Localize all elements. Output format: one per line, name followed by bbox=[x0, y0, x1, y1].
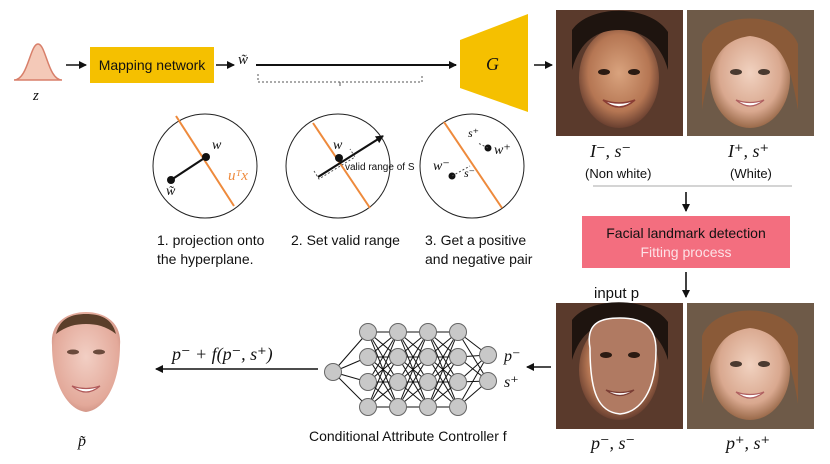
landmark-line2: Fitting process bbox=[640, 243, 732, 260]
panel3-caption-line2: and negative pair bbox=[425, 251, 533, 267]
z-label: z bbox=[33, 88, 39, 104]
nn-edge bbox=[397, 331, 429, 408]
nn-node bbox=[359, 348, 377, 366]
step-panel-3 bbox=[419, 113, 525, 219]
valid-range-arrow bbox=[317, 135, 384, 178]
panel2-caption-line1: 2. Set valid range bbox=[291, 232, 400, 248]
nn-node bbox=[419, 398, 437, 416]
gaussian-curve-icon bbox=[13, 43, 63, 81]
w-bracket bbox=[257, 74, 423, 83]
mapping-network-box: Mapping network bbox=[90, 47, 214, 83]
neural-network bbox=[324, 323, 497, 416]
panel1-caption: 1. projection onto the hyperplane. bbox=[157, 231, 264, 269]
panel1-w-label: w bbox=[212, 138, 222, 153]
projection-line bbox=[170, 156, 207, 181]
nn-edge bbox=[397, 356, 429, 408]
landmark-line1: Facial landmark detection bbox=[606, 224, 766, 241]
nn-node bbox=[449, 323, 467, 341]
s-minus-link bbox=[451, 165, 471, 177]
nn-node bbox=[449, 348, 467, 366]
panel2-caption: 2. Set valid range bbox=[291, 231, 400, 250]
hyperplane-label: uᵀx bbox=[228, 168, 248, 184]
point-w-tilde bbox=[167, 176, 175, 184]
nn-node bbox=[389, 398, 407, 416]
panel1-caption-line1: 1. projection onto bbox=[157, 232, 265, 248]
formula-label: p⁻ + f(p⁻, s⁺) bbox=[172, 344, 273, 364]
face-image-fitted-nonwhite bbox=[556, 302, 683, 429]
landmark-detection-box: Facial landmark detection Fitting proces… bbox=[582, 216, 790, 268]
s-minus-label: s⁻ bbox=[464, 166, 476, 180]
bottom-pos-label: p⁺, s⁺ bbox=[726, 433, 771, 453]
result-face-mesh bbox=[51, 312, 121, 412]
nn-edge bbox=[457, 354, 489, 408]
w-minus-label: w⁻ bbox=[433, 159, 450, 174]
top-neg-sub: (Non white) bbox=[585, 166, 652, 181]
face-image-fitted-white bbox=[687, 303, 814, 429]
generator-block bbox=[460, 14, 528, 112]
nn-node bbox=[359, 398, 377, 416]
panel1-w-tilde-label: w̃ bbox=[166, 184, 176, 199]
nn-edge bbox=[427, 356, 459, 408]
nn-edge bbox=[367, 331, 399, 408]
nn-node bbox=[449, 373, 467, 391]
generator-label: G bbox=[486, 54, 499, 74]
nn-node bbox=[389, 348, 407, 366]
nn-node bbox=[419, 373, 437, 391]
valid-range-bracket bbox=[313, 148, 356, 180]
w-tilde-label: w̃ bbox=[238, 52, 249, 68]
nn-node bbox=[479, 372, 497, 390]
input-p-label: input p bbox=[594, 285, 640, 302]
hyperplane-line bbox=[175, 115, 235, 207]
panel3-caption-line1: 3. Get a positive bbox=[425, 232, 527, 248]
top-neg-label: I⁻, s⁻ bbox=[590, 141, 632, 161]
nn-node bbox=[389, 373, 407, 391]
nn-node bbox=[324, 363, 342, 381]
hyperplane-line bbox=[443, 121, 503, 209]
hyperplane-line bbox=[312, 122, 371, 209]
nn-node bbox=[479, 346, 497, 364]
nn-node bbox=[359, 373, 377, 391]
step-panel-2 bbox=[285, 113, 391, 219]
face-image-white bbox=[687, 10, 814, 136]
nn-edge bbox=[367, 356, 399, 408]
result-label: p̃ bbox=[78, 433, 86, 450]
nn-node bbox=[419, 323, 437, 341]
nn-edge bbox=[427, 331, 459, 383]
panel1-caption-line2: the hyperplane. bbox=[157, 251, 254, 267]
nn-node bbox=[389, 323, 407, 341]
bottom-neg-label: p⁻, s⁻ bbox=[591, 433, 636, 453]
point-w bbox=[335, 154, 343, 162]
s-plus-label: s⁺ bbox=[468, 126, 480, 140]
mapping-network-label: Mapping network bbox=[98, 57, 206, 73]
nn-edge bbox=[427, 331, 459, 408]
nn-node bbox=[419, 348, 437, 366]
nn-node bbox=[359, 323, 377, 341]
nn-node bbox=[449, 398, 467, 416]
nn-edge bbox=[397, 331, 429, 383]
s-plus-link bbox=[477, 142, 489, 149]
nn-edge bbox=[367, 331, 399, 383]
w-plus-label: w⁺ bbox=[494, 143, 511, 158]
step-panel-1 bbox=[152, 113, 258, 219]
panel2-w-label: w bbox=[333, 138, 343, 153]
controller-caption: Conditional Attribute Controller f bbox=[309, 428, 507, 444]
controller-out-p: p⁻ bbox=[504, 348, 521, 365]
top-pos-sub: (White) bbox=[730, 166, 772, 181]
top-pos-label: I⁺, s⁺ bbox=[728, 141, 770, 161]
panel3-caption: 3. Get a positive and negative pair bbox=[425, 231, 532, 269]
point-w bbox=[202, 153, 210, 161]
valid-range-label: valid range of S bbox=[345, 162, 415, 173]
controller-out-s: s⁺ bbox=[504, 374, 519, 391]
face-image-nonwhite bbox=[556, 10, 683, 136]
